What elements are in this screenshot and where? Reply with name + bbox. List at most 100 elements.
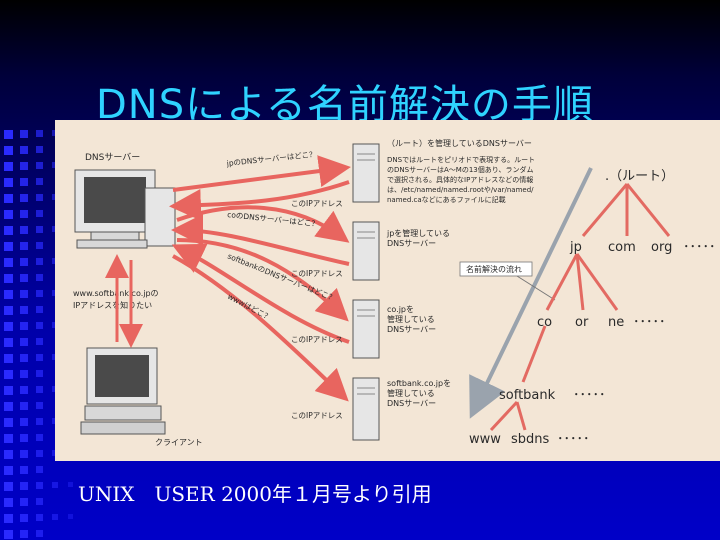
decorative-square: [4, 258, 13, 267]
decorative-square: [20, 434, 28, 442]
client-computer-icon: [80, 347, 166, 435]
decorative-square: [20, 210, 28, 218]
jp-server-label-line1: jpを管理している: [386, 228, 450, 238]
softbank-server-label-line2: 管理している: [387, 388, 435, 398]
decorative-square: [4, 274, 13, 283]
decorative-square: [36, 210, 43, 217]
co-jp-server-label-line1: co.jpを: [387, 305, 414, 314]
decorative-square: [4, 242, 13, 251]
decorative-square: [20, 226, 28, 234]
root-note-line5: named.caなどにあるファイルに記載: [387, 195, 506, 204]
decorative-square: [52, 514, 58, 520]
tree-level1-ellipsis: ･････: [683, 240, 716, 255]
root-server-label: （ルート）を管理しているDNSサーバー: [387, 138, 532, 148]
dns-resolution-diagram: DNSサーバー クライアント www.softbank.co.jpの IPアドレ…: [73, 138, 716, 447]
decorative-square: [20, 402, 28, 410]
decorative-square: [20, 498, 28, 506]
root-note-line1: DNSではルートをピリオドで表現する。ルート: [387, 155, 535, 164]
decorative-square: [20, 418, 28, 426]
decorative-square: [36, 242, 43, 249]
query-label-co: coのDNSサーバーはどこ？: [227, 210, 319, 229]
decorative-square: [20, 386, 28, 394]
jp-server-tower-icon: [352, 221, 380, 281]
tree-level2-ellipsis: ･････: [633, 315, 666, 330]
decorative-square: [20, 514, 28, 522]
decorative-square: [20, 290, 28, 298]
tree-sbdns-label: sbdns: [511, 432, 550, 447]
decorative-square: [36, 450, 43, 457]
tree-level3-ellipsis: ･････: [573, 388, 606, 403]
decorative-square: [20, 370, 28, 378]
tree-ne-label: ne: [608, 315, 624, 330]
decorative-square: [20, 178, 28, 186]
answer-arrow-co: [171, 243, 350, 344]
decorative-square: [36, 290, 43, 297]
resolution-flow-arrow: [469, 167, 593, 419]
flow-label-box: [459, 261, 533, 277]
decorative-square: [68, 514, 73, 519]
jp-server-label-line2: DNSサーバー: [387, 239, 436, 248]
decorative-square: [20, 306, 28, 314]
decorative-square: [20, 450, 28, 458]
decorative-square: [36, 418, 43, 425]
decorative-square: [4, 466, 13, 475]
decorative-square: [20, 162, 28, 170]
query-arrow-root: [172, 155, 351, 192]
decorative-square: [4, 370, 13, 379]
decorative-square: [20, 258, 28, 266]
softbank-server-tower-icon: [352, 377, 380, 441]
tree-com-label: com: [608, 240, 636, 255]
decorative-square: [36, 146, 43, 153]
decorative-square: [4, 482, 13, 491]
client-label: クライアント: [155, 438, 203, 447]
decorative-square: [36, 338, 43, 345]
decorative-square: [4, 402, 13, 411]
decorative-square: [4, 450, 13, 459]
decorative-square: [20, 242, 28, 250]
source-caption: UNIX USER 2000年１月号より引用: [78, 482, 432, 506]
decorative-square: [36, 354, 43, 361]
tree-org-label: org: [651, 240, 672, 255]
decorative-square: [20, 466, 28, 474]
dns-server-computer-icon: [74, 169, 176, 249]
decorative-square: [36, 482, 43, 489]
root-server-tower-icon: [352, 143, 380, 203]
decorative-square: [36, 530, 43, 537]
decorative-square: [20, 338, 28, 346]
query-arrow-co: [176, 238, 349, 322]
tree-level4-ellipsis: ･････: [557, 432, 590, 447]
answer-label-root: このIPアドレス: [291, 199, 343, 208]
tree-or-label: or: [575, 315, 589, 330]
query-label-www: wwwはどこ？: [226, 292, 273, 323]
decorative-square: [36, 274, 43, 281]
dns-server-label: DNSサーバー: [85, 152, 140, 163]
decorative-square: [4, 226, 13, 235]
decorative-square: [20, 530, 28, 538]
decorative-square: [4, 434, 13, 443]
decorative-square: [36, 130, 43, 137]
decorative-square: [20, 130, 28, 138]
decorative-square: [20, 482, 28, 490]
tree-softbank-label: softbank: [499, 388, 556, 403]
decorative-square: [4, 354, 13, 363]
co-jp-server-tower-icon: [352, 299, 380, 359]
decorative-square: [4, 306, 13, 315]
decorative-square: [4, 530, 13, 539]
decorative-square: [20, 194, 28, 202]
decorative-square: [36, 434, 43, 441]
co-jp-server-label-line2: 管理している: [387, 314, 435, 324]
query-label-jp: jpのDNSサーバーはどこ？: [225, 150, 317, 168]
decorative-square: [4, 210, 13, 219]
decorative-square: [36, 306, 43, 313]
decorative-square: [4, 146, 13, 155]
domain-tree-lines: [489, 183, 671, 432]
decorative-square: [36, 226, 43, 233]
root-note-line2: のDNSサーバーはA～Mの13個あり、ランダム: [387, 165, 533, 174]
decorative-square: [4, 418, 13, 427]
decorative-square: [36, 178, 43, 185]
decorative-square: [4, 498, 13, 507]
decorative-square: [4, 338, 13, 347]
softbank-server-label-line3: DNSサーバー: [387, 399, 436, 408]
client-note-line2: IPアドレスを知りたい: [73, 300, 152, 310]
tree-www-label: www: [469, 432, 501, 447]
